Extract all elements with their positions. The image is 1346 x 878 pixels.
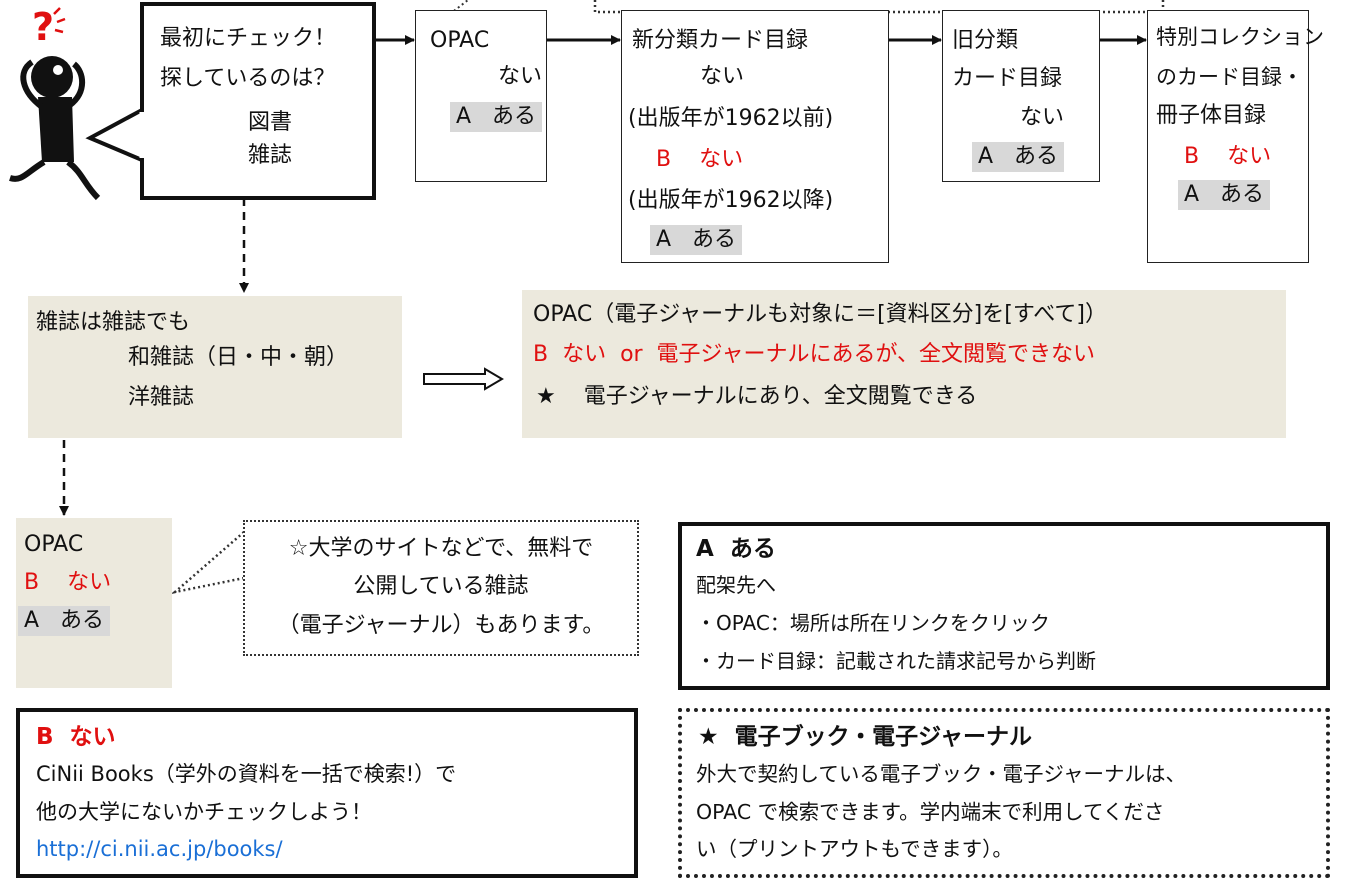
free-journal-callout: [243, 520, 639, 656]
ebook-ejournal-box: [678, 708, 1330, 878]
ejournal-opac-box: [522, 290, 1286, 438]
new-card-note-before: (出版年が1962以前): [628, 106, 834, 131]
star-icon: ★: [536, 384, 556, 409]
question-mark-icon: ?: [32, 5, 54, 49]
special-b-result: B ない: [1184, 144, 1272, 169]
b-info-heading: B ない: [36, 724, 116, 750]
old-card-line-2: カード目録: [952, 66, 1063, 91]
opac-journal-b-result: B ない: [24, 570, 112, 595]
a-info-heading: A ある: [696, 536, 776, 562]
special-a-result: A ある: [1178, 180, 1271, 210]
callout-pointer: [170, 531, 245, 595]
old-card-line-1: 旧分類: [952, 28, 1019, 53]
opac-journal-box: [16, 518, 172, 688]
legend-journal-label: 雑誌: [248, 143, 293, 168]
opac-box: [415, 10, 547, 182]
journal-type-box: [28, 296, 402, 438]
new-card-note-after: (出版年が1962以降): [628, 188, 834, 213]
ejournal-line-1: OPAC（電子ジャーナルも対象に＝[資料区分]を[すべて]）: [533, 302, 1108, 327]
b-info-line-2: 他の大学にないかチェックしよう！: [36, 800, 372, 824]
new-card-b-result: B ない: [656, 147, 744, 172]
opac-journal-title: OPAC: [24, 532, 84, 557]
opac-no: ない: [498, 64, 543, 89]
thinking-person-icon: ?: [2, 2, 112, 207]
japanese-journal-label: 和雑誌（日・中・朝）: [128, 345, 349, 370]
ejournal-line-3: ★ 電子ジャーナルにあり、全文閲覧できる: [536, 384, 978, 409]
cinii-link[interactable]: http://ci.nii.ac.jp/books/: [36, 837, 283, 861]
a-found-info-box: [678, 522, 1330, 690]
a-info-line-2: ・OPAC：場所は所在リンクをクリック: [696, 611, 1050, 635]
new-card-a-result: A ある: [650, 225, 743, 255]
start-line-2: 探しているのは？: [160, 66, 336, 91]
start-line-1: 最初にチェック！: [160, 26, 337, 51]
hollow-arrow-to-ejournal: [423, 367, 504, 391]
journal-type-title: 雑誌は雑誌でも: [36, 310, 191, 335]
new-card-title: 新分類カード目録: [632, 28, 809, 53]
ejournal-line-2: B ない or 電子ジャーナルにあるが、全文閲覧できない: [533, 342, 1096, 367]
ebook-line-3: い（プリントアウトもできます）。: [696, 837, 1013, 861]
old-card-a-result: A ある: [972, 142, 1065, 172]
start-check-box: [140, 2, 376, 200]
b-not-found-info-box: [16, 708, 638, 878]
callout-line-2: 公開している雑誌: [353, 574, 529, 599]
opac-a-result: A ある: [450, 102, 543, 132]
a-info-line-3: ・カード目録：記載された請求記号から判断: [696, 649, 1096, 673]
special-line-2: のカード目録・: [1156, 65, 1303, 89]
special-line-1: 特別コレクション: [1156, 25, 1324, 49]
ebook-line-2: OPAC で検索できます。学内端末で利用してくださ: [696, 800, 1165, 824]
new-card-no: ない: [700, 64, 745, 89]
foreign-journal-label: 洋雑誌: [128, 385, 195, 410]
opac-journal-a-result: A ある: [18, 606, 111, 636]
special-collection-box: [1147, 10, 1309, 263]
old-card-no: ない: [1020, 105, 1065, 130]
a-info-line-1: 配架先へ: [696, 573, 776, 597]
ebook-heading: ★ 電子ブック・電子ジャーナル: [698, 724, 1033, 750]
callout-line-3: （電子ジャーナル）もあります。: [277, 613, 605, 638]
ebook-line-1: 外大で契約している電子ブック・電子ジャーナルは、: [696, 762, 1186, 786]
special-line-3: 冊子体目録: [1156, 103, 1267, 128]
opac-title: OPAC: [430, 28, 490, 53]
legend-book-label: 図書: [248, 110, 293, 135]
b-info-line-1: CiNii Books（学外の資料を一括で検索!）で: [36, 762, 457, 786]
dotted-connector: [449, 0, 469, 15]
new-card-catalog-box: [621, 10, 889, 263]
callout-line-1: ☆大学のサイトなどで、無料で: [288, 536, 594, 561]
